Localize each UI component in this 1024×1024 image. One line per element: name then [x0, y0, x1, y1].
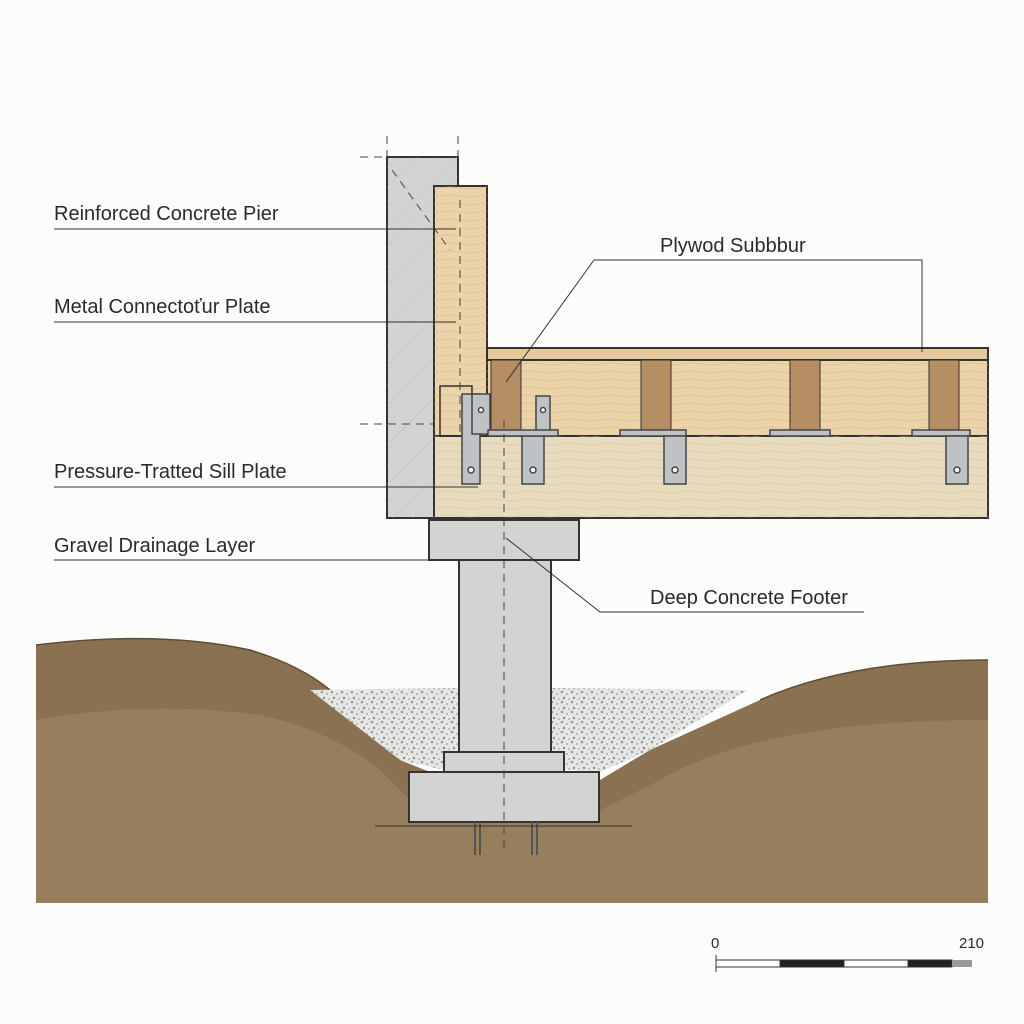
subfloor-assembly	[486, 347, 989, 437]
label-sill-plate: Pressure-Tratted Sill Plate	[54, 461, 287, 483]
scale-start-label: 0	[711, 935, 720, 952]
label-gravel-drainage-layer: Gravel Drainage Layer	[54, 535, 256, 557]
label-reinforced-concrete-pier: Reinforced Concrete Pier	[54, 203, 279, 225]
scale-end-label: 210	[959, 935, 985, 952]
label-metal-connector-plate: Metal Connectoťur Plate	[54, 296, 271, 318]
center-lines	[360, 136, 505, 850]
gravel-layer	[310, 688, 748, 772]
label-deep-concrete-footer: Deep Concrete Footer	[650, 587, 848, 609]
leader-lines	[54, 228, 923, 613]
scale-bar	[715, 955, 972, 972]
label-plywood-subfloor: Plywod Subbbur	[660, 235, 806, 257]
sill-plate	[433, 435, 989, 519]
metal-connectors	[439, 385, 971, 485]
